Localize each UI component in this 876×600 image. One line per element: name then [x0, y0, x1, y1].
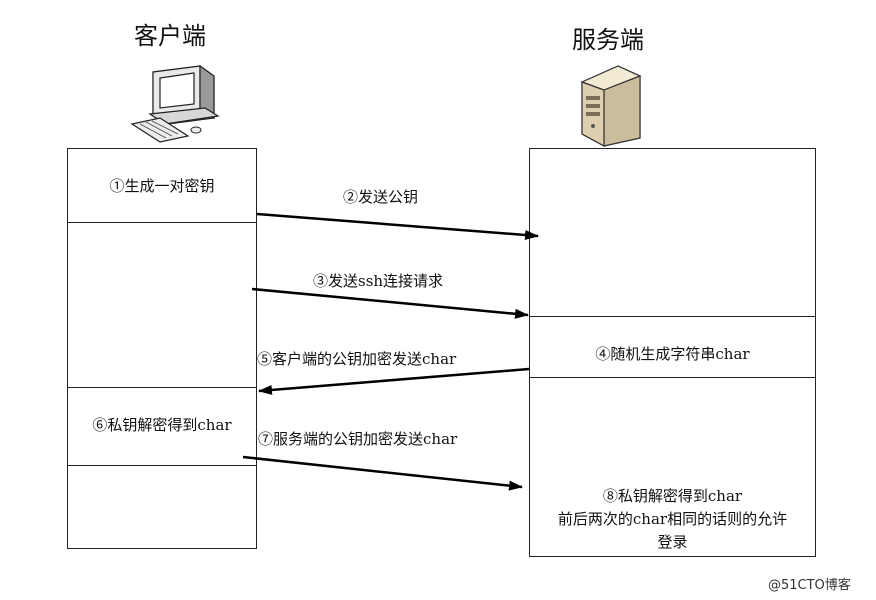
arrow-ssh-request [251, 287, 529, 319]
client-step-generate-keypair: ①生成一对密钥 [109, 177, 215, 195]
client-step-decrypt: ⑥私钥解密得到char [92, 416, 232, 434]
message-send-pubkey: ②发送公钥 [343, 188, 419, 206]
message-ssh-request: ③发送ssh连接请求 [313, 272, 444, 290]
client-divider-2 [67, 387, 257, 388]
watermark: @51CTO博客 [768, 578, 851, 593]
client-divider-1 [67, 222, 257, 223]
desktop-computer-icon [130, 64, 220, 143]
server-title: 服务端 [572, 26, 644, 54]
client-column [67, 148, 257, 549]
server-column [529, 148, 816, 557]
server-divider-2 [529, 377, 816, 378]
server-step-random-char: ④随机生成字符串char [595, 345, 750, 363]
arrow-client-pub-encrypt [258, 367, 530, 395]
server-divider-1 [529, 316, 816, 317]
arrow-send-pubkey [256, 212, 539, 240]
server-step-decrypt-line2: 前后两次的char相同的话则的允许 [557, 510, 788, 528]
arrow-server-pub-encrypt [242, 455, 523, 491]
client-divider-3 [67, 465, 257, 466]
server-step-decrypt-line3: 登录 [657, 533, 688, 551]
message-server-pub-encrypt: ⑦服务端的公钥加密发送char [258, 430, 458, 448]
client-title: 客户端 [134, 22, 206, 50]
server-tower-icon [580, 65, 642, 148]
server-step-decrypt-line1: ⑧私钥解密得到char [602, 487, 743, 505]
message-client-pub-encrypt: ⑤客户端的公钥加密发送char [257, 350, 457, 368]
